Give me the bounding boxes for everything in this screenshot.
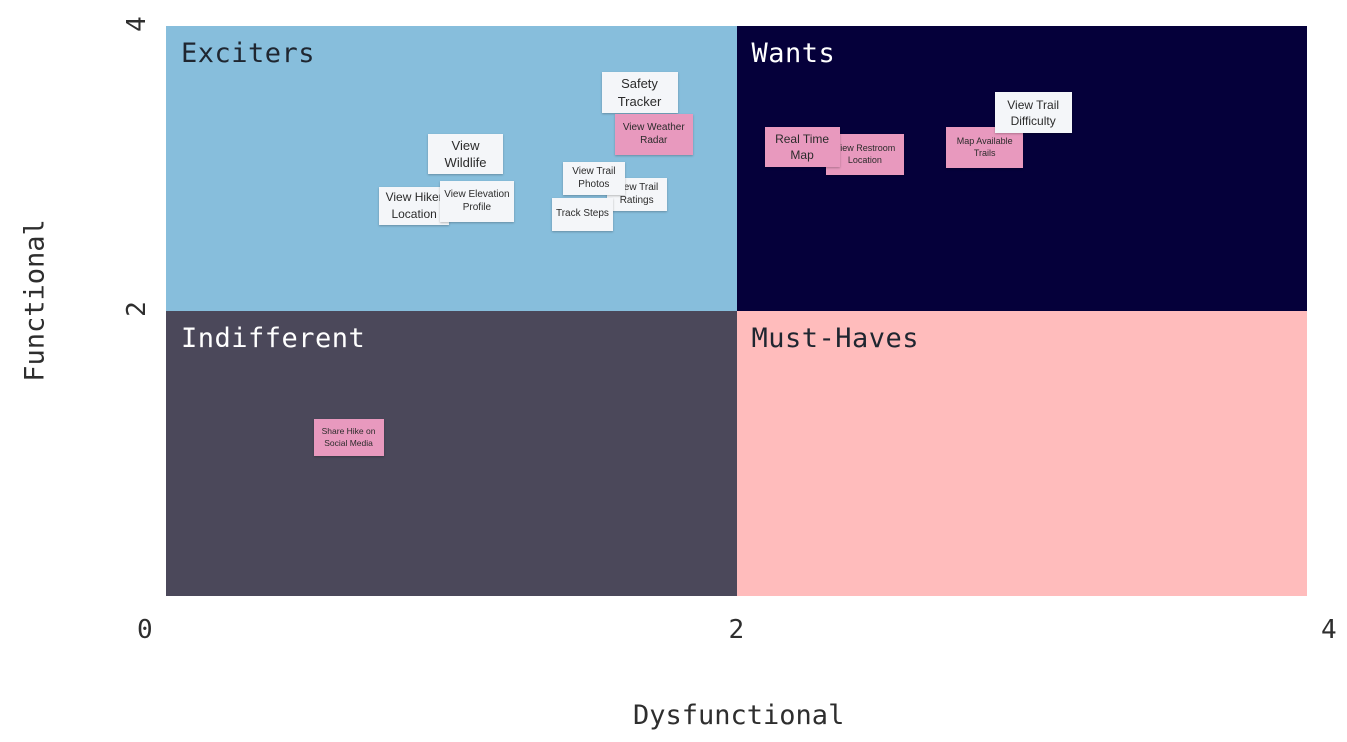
sticky-note-line: Tracker bbox=[617, 93, 662, 109]
sticky-note-line: Ratings bbox=[619, 195, 654, 207]
sticky-note-line: Wildlife bbox=[444, 155, 487, 171]
quadrant-indifferent: Indifferent bbox=[166, 311, 737, 596]
quadrant-label: Must-Haves bbox=[751, 323, 920, 354]
quadrant-label: Wants bbox=[751, 38, 836, 69]
quadrant-must-haves: Must-Haves bbox=[736, 311, 1307, 596]
sticky-note-line: View Elevation bbox=[444, 188, 510, 200]
sticky-note-line: View Weather bbox=[622, 121, 685, 133]
sticky-note-line: Difficulty bbox=[1010, 113, 1056, 128]
x-tick-label: 4 bbox=[1321, 615, 1337, 645]
sticky-note-line: Location bbox=[391, 206, 437, 221]
sticky-note-line: View Trail bbox=[572, 165, 616, 177]
sticky-note-line: View Trail bbox=[615, 181, 659, 193]
sticky-note-line: Social Media bbox=[324, 437, 373, 448]
sticky-note-line: Safety bbox=[621, 76, 658, 92]
sticky-note-line: Profile bbox=[462, 202, 492, 214]
sticky-note-track-steps[interactable]: Track Steps bbox=[551, 197, 613, 231]
x-tick-label: 2 bbox=[728, 615, 745, 645]
quadrant-wants: Wants bbox=[736, 26, 1307, 311]
sticky-note-line: Trails bbox=[973, 148, 996, 159]
sticky-note-line: Photos bbox=[578, 179, 610, 191]
y-tick-label: 2 bbox=[121, 301, 152, 317]
y-tick-label: 4 bbox=[121, 16, 152, 32]
x-axis-title: Dysfunctional bbox=[633, 700, 845, 731]
sticky-note-line: Radar bbox=[640, 135, 668, 147]
sticky-note-line: View Hiker bbox=[385, 190, 443, 205]
sticky-note-line: View bbox=[451, 137, 480, 153]
sticky-note-line: Map Available bbox=[956, 135, 1013, 146]
quadrant-label: Exciters bbox=[181, 38, 316, 69]
sticky-note-line: View Restroom bbox=[834, 143, 896, 154]
sticky-note-line: Track Steps bbox=[555, 208, 609, 220]
sticky-note-line: Location bbox=[847, 155, 882, 166]
quadrant-label: Indifferent bbox=[181, 323, 366, 354]
sticky-note-line: Real Time bbox=[775, 131, 830, 146]
sticky-note-line: View Trail bbox=[1007, 97, 1060, 112]
y-axis-title: Functional bbox=[19, 219, 51, 382]
sticky-note-line: Share Hike on bbox=[321, 426, 376, 437]
sticky-note-line: Map bbox=[790, 148, 814, 163]
x-tick-label: 0 bbox=[137, 615, 153, 645]
sticky-note-text: Track Steps bbox=[556, 207, 609, 221]
